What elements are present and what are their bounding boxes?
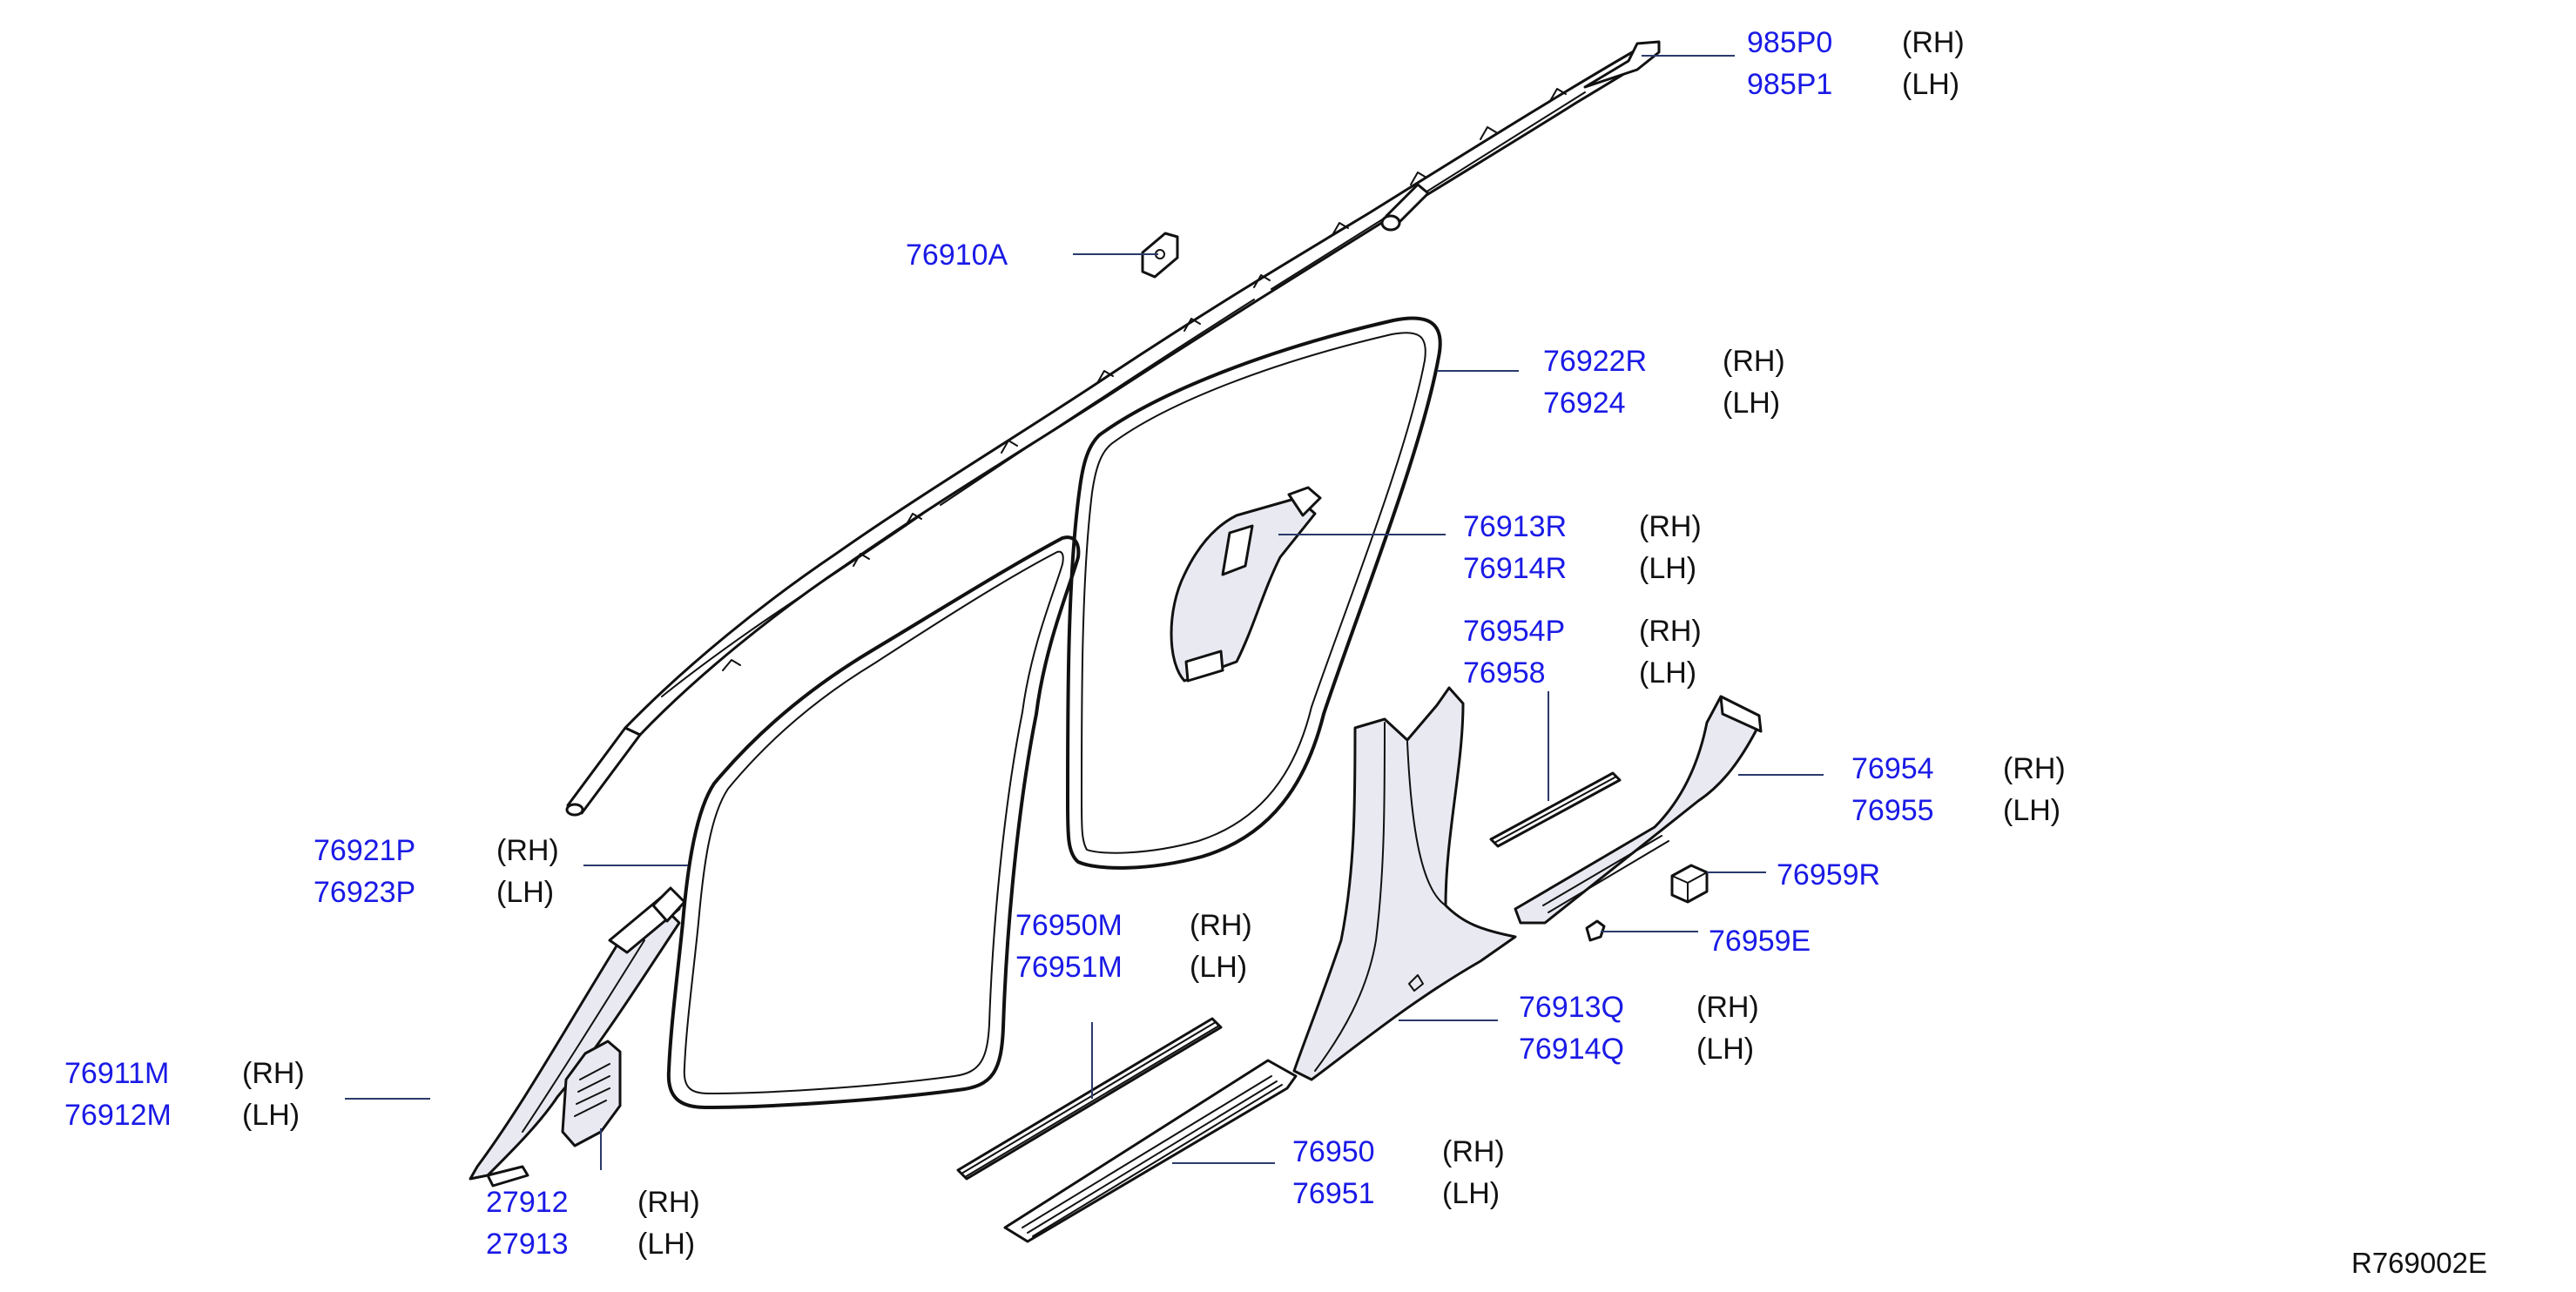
side-label: (RH) — [1639, 510, 1702, 543]
part-number-76959r[interactable]: 76959R — [1777, 858, 1880, 892]
part-number-76950m[interactable]: 76950M — [1015, 909, 1123, 942]
part-number-76954p[interactable]: 76954P — [1463, 615, 1565, 648]
clip-76959r-drawing — [1670, 864, 1709, 904]
side-label: (LH) — [1902, 68, 1959, 101]
front-kicking-plate-drawing — [1003, 1059, 1298, 1243]
airbag-curtain-drawing — [565, 40, 1661, 817]
rear-kicking-plate-drawing — [1514, 695, 1763, 925]
part-number-76921p[interactable]: 76921P — [314, 834, 415, 867]
side-label: (LH) — [1442, 1177, 1500, 1210]
part-number-76958[interactable]: 76958 — [1463, 656, 1546, 690]
rear-door-weatherstrip-drawing — [1066, 316, 1442, 870]
part-number-76914q[interactable]: 76914Q — [1519, 1033, 1624, 1066]
part-number-27912[interactable]: 27912 — [486, 1186, 569, 1219]
side-label: (LH) — [1639, 552, 1696, 585]
part-number-76923p[interactable]: 76923P — [314, 876, 415, 909]
c-pillar-upper-trim-drawing — [1170, 486, 1322, 683]
side-label: (RH) — [1902, 26, 1965, 59]
part-number-76912m[interactable]: 76912M — [64, 1099, 172, 1132]
side-label: (RH) — [242, 1057, 305, 1090]
side-label: (RH) — [1723, 345, 1785, 378]
side-label: (LH) — [1696, 1033, 1754, 1066]
part-number-76914r[interactable]: 76914R — [1463, 552, 1567, 585]
side-label: (RH) — [2003, 752, 2066, 785]
part-number-76910a[interactable]: 76910A — [906, 239, 1008, 272]
leader-lines — [345, 55, 1824, 1170]
part-number-76955[interactable]: 76955 — [1851, 794, 1934, 827]
part-number-76951m[interactable]: 76951M — [1015, 951, 1123, 984]
side-label: (LH) — [1639, 656, 1696, 690]
rear-sill-plate-inner-drawing — [1489, 771, 1622, 848]
part-number-76951[interactable]: 76951 — [1292, 1177, 1375, 1210]
part-number-76911m[interactable]: 76911M — [64, 1057, 169, 1090]
part-number-76913r[interactable]: 76913R — [1463, 510, 1567, 543]
part-number-985p1[interactable]: 985P1 — [1747, 68, 1832, 101]
side-label: (LH) — [1190, 951, 1247, 984]
side-label: (RH) — [1639, 615, 1702, 648]
part-number-76959e[interactable]: 76959E — [1709, 925, 1811, 958]
side-label: (RH) — [1696, 991, 1759, 1024]
side-label: (RH) — [1442, 1135, 1505, 1168]
side-label: (LH) — [2003, 794, 2060, 827]
side-label: (RH) — [496, 834, 559, 867]
front-door-weatherstrip-drawing — [666, 535, 1081, 1109]
side-label: (RH) — [637, 1186, 700, 1219]
side-label: (LH) — [1723, 387, 1780, 420]
part-number-27913[interactable]: 27913 — [486, 1228, 569, 1261]
part-number-76950[interactable]: 76950 — [1292, 1135, 1375, 1168]
part-number-985p0[interactable]: 985P0 — [1747, 26, 1832, 59]
side-label: (LH) — [496, 876, 554, 909]
side-label: (LH) — [242, 1099, 300, 1132]
part-number-76954[interactable]: 76954 — [1851, 752, 1934, 785]
front-pillar-garnish-drawing — [469, 886, 686, 1188]
front-sill-plate-inner-drawing — [956, 1017, 1223, 1181]
side-label: (LH) — [637, 1228, 695, 1261]
diagram-reference-code: R769002E — [2351, 1247, 2487, 1279]
center-pillar-lower-trim-drawing — [1292, 686, 1517, 1081]
part-number-76922r[interactable]: 76922R — [1543, 345, 1647, 378]
part-number-76913q[interactable]: 76913Q — [1519, 991, 1624, 1024]
side-label: (RH) — [1190, 909, 1252, 942]
part-number-76924[interactable]: 76924 — [1543, 387, 1626, 420]
